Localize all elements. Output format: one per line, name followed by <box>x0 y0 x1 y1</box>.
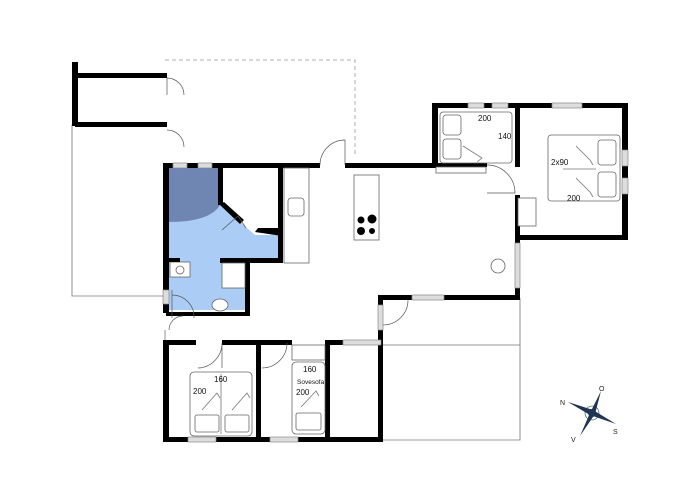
compass-west: V <box>571 437 576 444</box>
bed-length-label: 200 <box>296 388 310 397</box>
bedroom-1: 200 140 <box>435 111 513 174</box>
bed-width-label: 160 <box>214 375 228 384</box>
hob-burner <box>357 227 365 235</box>
hob-burner <box>367 214 377 224</box>
kitchen <box>221 167 537 289</box>
bed-width-label: 2x90 <box>551 158 569 167</box>
bed-width-label: 140 <box>498 132 512 141</box>
compass-south: S <box>613 429 618 436</box>
bedroom-2: 2x90 200 <box>547 134 621 203</box>
shower-area <box>168 168 220 222</box>
compass-rose: N O S V <box>560 386 618 444</box>
bed-length-label: 200 <box>567 194 581 203</box>
doors <box>166 77 516 369</box>
bedroom-4: 160 Sovesofa 200 <box>291 344 326 435</box>
sink <box>287 197 305 217</box>
hob-burner <box>357 216 365 224</box>
bed-length-label: 200 <box>478 114 492 123</box>
walls <box>72 62 628 442</box>
bedroom-3: 160 200 <box>189 371 253 437</box>
bed-width-label: 160 <box>303 365 317 374</box>
compass-east: O <box>599 386 605 393</box>
toilet <box>211 298 229 312</box>
hob-burner <box>369 228 375 234</box>
bathroom <box>168 168 278 312</box>
compass-north: N <box>560 400 565 407</box>
bed-length-label: 200 <box>193 387 207 396</box>
windows <box>162 102 629 443</box>
bed-type-label: Sovesofa <box>297 379 324 386</box>
stove <box>490 258 506 274</box>
